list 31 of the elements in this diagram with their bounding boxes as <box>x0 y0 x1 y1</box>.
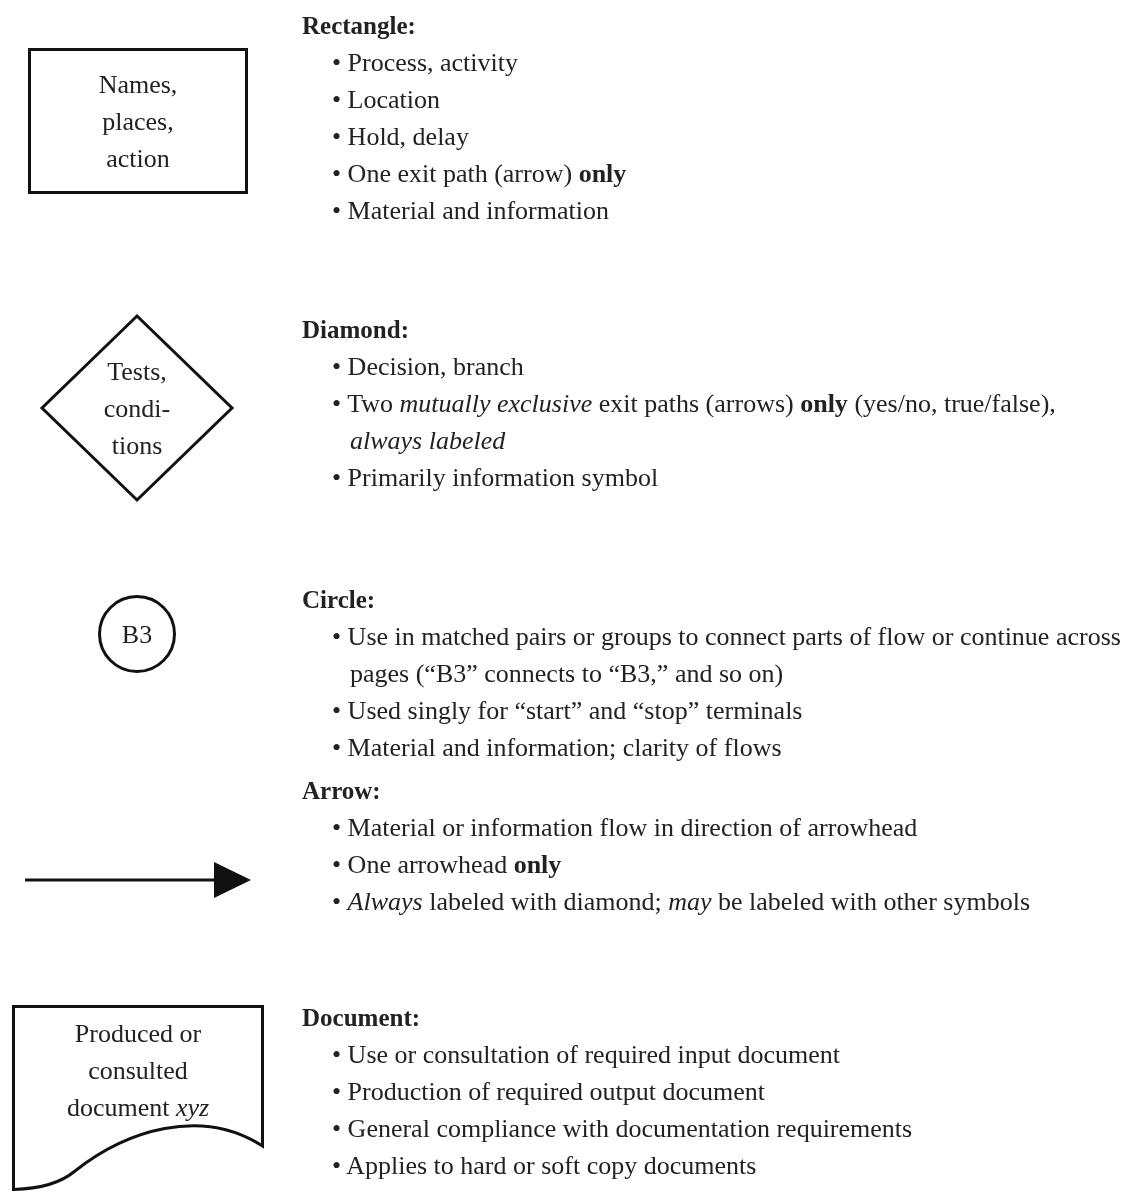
section-heading: Arrow: <box>302 776 381 806</box>
node-text: Names, places, action <box>97 68 179 175</box>
section-heading: Diamond: <box>302 315 409 345</box>
bullet-point: • One arrowhead only <box>332 849 563 881</box>
bullet-point: • Material or information flow in direction of arrowhead <box>332 812 919 844</box>
node-text: B3 <box>120 618 154 651</box>
section-heading: Document: <box>302 1003 421 1033</box>
bullet-point: • General compliance with documentation requirements <box>332 1113 914 1145</box>
bullet-point: • Primarily information symbol <box>332 462 660 494</box>
decision-diamond <box>40 314 234 502</box>
bullet-point: • Used singly for “start” and “stop” terminals <box>332 695 804 727</box>
process-rectangle <box>28 48 248 194</box>
bullet-point: • Process, activity <box>332 47 519 79</box>
bullet-point: • Two mutually exclusive exit paths (arrows) only (yes/no, true/false), always labeled <box>332 388 1057 457</box>
node-text: Tests, condi- tions <box>102 355 172 462</box>
document-symbol <box>12 1005 264 1191</box>
bullet-point: • Material and information <box>332 195 610 227</box>
bullet-point: • Material and information; clarity of flows <box>332 732 783 764</box>
connector-circle <box>98 595 176 673</box>
bullet-point: • Location <box>332 84 441 116</box>
bullet-point: • Use in matched pairs or groups to connect parts of flow or continue across pages (“B3” connects to “B3,” and so on) <box>332 621 1122 690</box>
bullet-point: • One exit path (arrow) only <box>332 158 628 190</box>
node-text: Produced or consulted document xyz <box>65 1017 211 1124</box>
section-heading: Circle: <box>302 585 376 615</box>
bullet-point: • Applies to hard or soft copy documents <box>332 1150 758 1182</box>
bullet-point: • Hold, delay <box>332 121 470 153</box>
bullet-point: • Decision, branch <box>332 351 525 383</box>
bullet-point: • Production of required output document <box>332 1076 766 1108</box>
bullet-point: • Always labeled with diamond; may be labeled with other symbols <box>332 886 1031 918</box>
bullet-point: • Use or consultation of required input document <box>332 1039 842 1071</box>
section-heading: Rectangle: <box>302 11 416 41</box>
